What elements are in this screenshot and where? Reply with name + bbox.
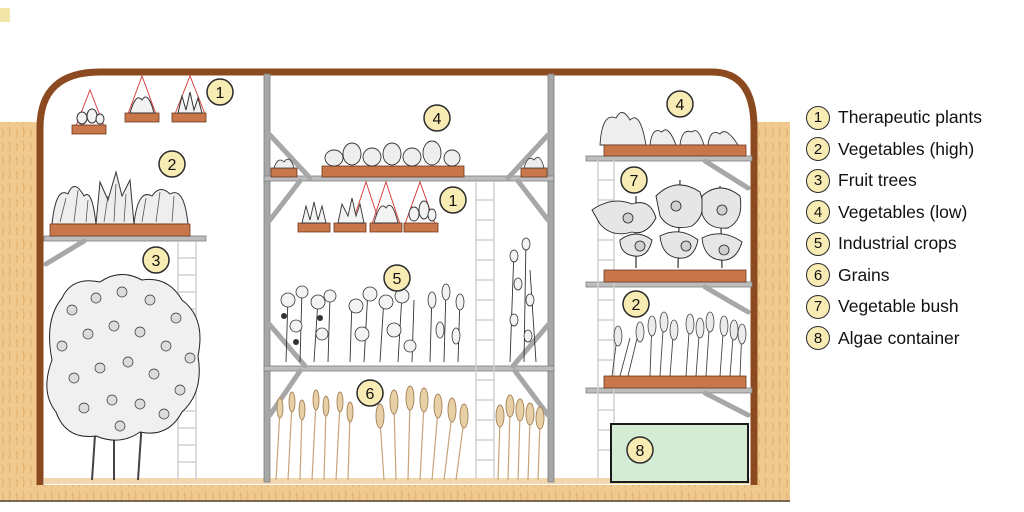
hanging-planters-center [297, 180, 439, 233]
legend-item-therapeutic-plants: 1 Therapeutic plants [806, 102, 1020, 134]
legend-number: 7 [806, 294, 830, 319]
legend-label: Vegetables (low) [838, 201, 968, 222]
marker-fruit-trees: 3 [142, 246, 170, 274]
brace-left [43, 238, 87, 267]
marker-therapeutic-center: 1 [439, 186, 467, 214]
legend-item-fruit-trees: 3 Fruit trees [806, 165, 1020, 197]
beam-center-mid [263, 365, 555, 372]
marker-vegetables-low-center: 4 [423, 104, 451, 132]
marker-vegetables-high-left: 2 [158, 150, 186, 178]
legend-label: Industrial crops [838, 233, 957, 254]
floor [44, 478, 750, 484]
legend-number: 6 [806, 263, 830, 288]
legend-number: 4 [806, 200, 830, 225]
legend-number: 2 [806, 137, 830, 162]
legend-number: 3 [806, 168, 830, 193]
vegetable-planter-center [270, 140, 548, 178]
vegetable-planter-right-low [599, 112, 747, 157]
marker-industrial-crops: 5 [383, 264, 411, 292]
legend-item-vegetables-low: 4 Vegetables (low) [806, 197, 1020, 229]
legend-number: 8 [806, 326, 830, 351]
soil-floor [0, 482, 790, 502]
svg-text:2: 2 [168, 157, 177, 174]
legend: 1 Therapeutic plants 2 Vegetables (high)… [806, 102, 1020, 354]
legend-label: Grains [838, 264, 890, 285]
marker-vegetables-low-right: 4 [666, 90, 694, 118]
legend-label: Algae container [838, 327, 960, 348]
legend-label: Therapeutic plants [838, 107, 982, 128]
marker-therapeutic-left: 1 [206, 78, 234, 106]
legend-item-vegetable-bush: 7 Vegetable bush [806, 291, 1020, 323]
svg-text:8: 8 [636, 443, 645, 460]
column-center-left [263, 73, 271, 483]
legend-number: 1 [806, 105, 830, 130]
column-center-right [547, 73, 555, 483]
marker-algae-container: 8 [626, 436, 654, 464]
svg-text:7: 7 [630, 173, 639, 190]
svg-text:2: 2 [632, 297, 641, 314]
corner-mark [0, 8, 10, 22]
legend-label: Vegetables (high) [838, 138, 975, 159]
svg-text:1: 1 [216, 85, 225, 102]
vegetable-planter-right-high [603, 311, 747, 389]
soil-right [750, 122, 790, 490]
marker-vegetable-bush: 7 [620, 166, 648, 194]
svg-text:4: 4 [433, 111, 442, 128]
legend-item-grains: 6 Grains [806, 260, 1020, 292]
vegetable-bush [591, 179, 747, 283]
shelf-left [43, 235, 207, 242]
legend-label: Vegetable bush [838, 296, 959, 317]
svg-text:5: 5 [393, 271, 402, 288]
legend-label: Fruit trees [838, 170, 917, 191]
legend-item-vegetables-high: 2 Vegetables (high) [806, 134, 1020, 166]
marker-grains: 6 [356, 379, 384, 407]
hanging-planters-left [71, 74, 207, 135]
marker-vegetables-high-right: 2 [622, 290, 650, 318]
shelves-right [585, 155, 753, 418]
svg-text:1: 1 [449, 193, 458, 210]
legend-item-industrial-crops: 5 Industrial crops [806, 228, 1020, 260]
svg-text:4: 4 [676, 97, 685, 114]
svg-text:3: 3 [152, 253, 161, 270]
fruit-trees [46, 274, 201, 481]
legend-number: 5 [806, 231, 830, 256]
legend-item-algae-container: 8 Algae container [806, 323, 1020, 355]
industrial-crops [280, 237, 537, 363]
svg-text:6: 6 [366, 386, 375, 403]
grains [275, 385, 545, 481]
center-braces [267, 132, 551, 418]
vegetable-planter-left [49, 170, 191, 237]
